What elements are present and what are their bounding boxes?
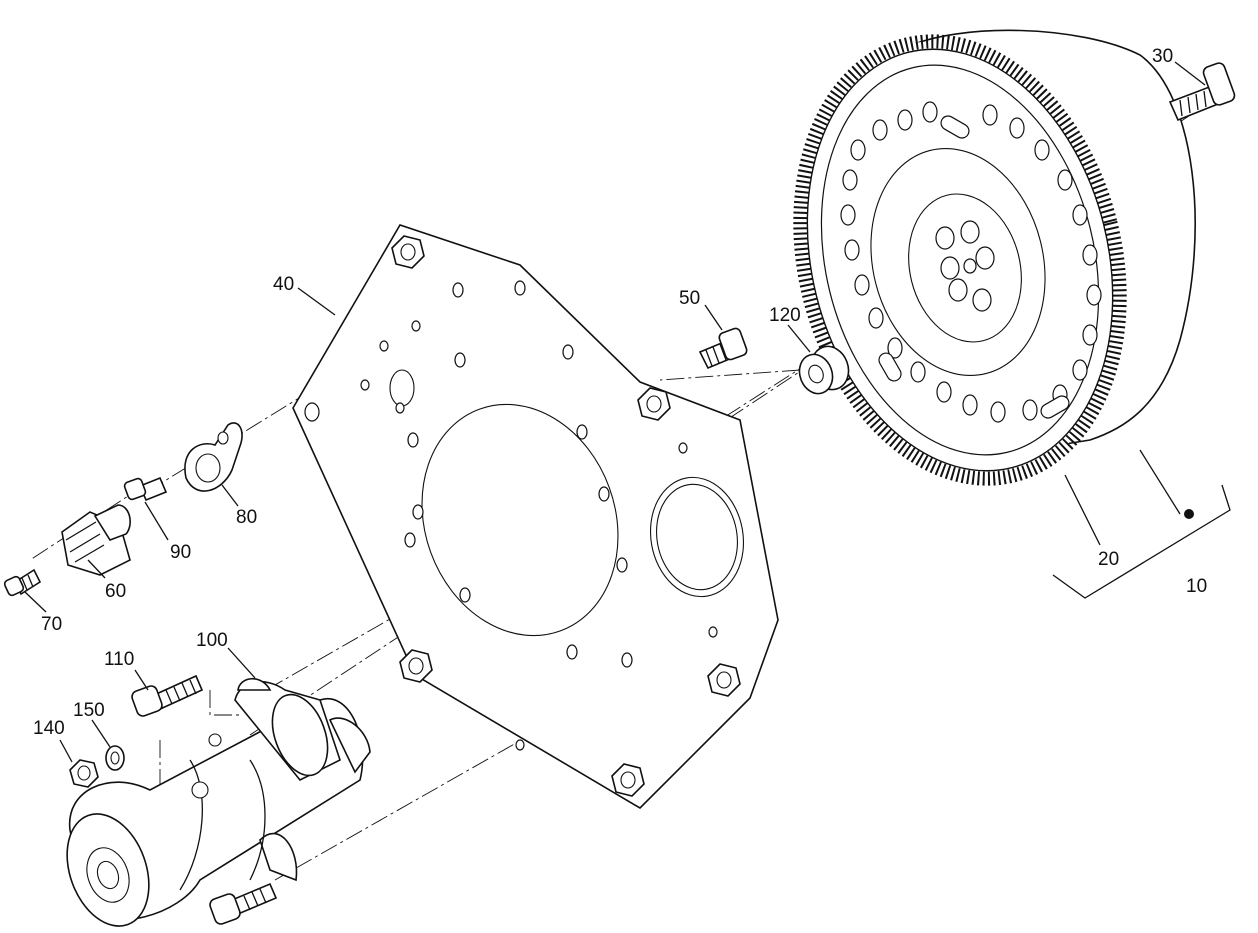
- plate-screw: [698, 327, 748, 370]
- starter-bolt-lower: [209, 882, 278, 925]
- leader-lines: [24, 61, 1231, 763]
- starter-bolt-upper: [131, 674, 204, 717]
- bracket-screw: [123, 476, 168, 502]
- callout-30: 30: [1152, 46, 1173, 67]
- callout-100: 100: [196, 630, 228, 651]
- sensor-screw: [3, 568, 42, 597]
- flywheel-bolt: [1168, 62, 1236, 122]
- flywheel: [793, 29, 1196, 486]
- adapter-plate: [292, 224, 779, 810]
- nut: [69, 759, 99, 788]
- callout-120: 120: [769, 305, 801, 326]
- callout-80: 80: [236, 507, 257, 528]
- callout-10: 10: [1186, 576, 1207, 597]
- callout-20: 20: [1098, 549, 1119, 570]
- callout-60: 60: [105, 581, 126, 602]
- sensor-bracket: [184, 422, 243, 492]
- callout-150: 150: [73, 700, 105, 721]
- speed-sensor: [61, 504, 131, 576]
- bushing: [798, 345, 850, 395]
- callout-110: 110: [104, 649, 134, 670]
- callout-90: 90: [170, 542, 191, 563]
- starter-motor: [66, 677, 371, 927]
- callout-labels: 30 40 50 120 80 90 60 70 100 110 150 140…: [33, 46, 1207, 739]
- callout-70: 70: [41, 614, 62, 635]
- callout-40: 40: [273, 274, 294, 295]
- callout-50: 50: [679, 288, 700, 309]
- callout-140: 140: [33, 718, 65, 739]
- spring-washer: [105, 745, 125, 771]
